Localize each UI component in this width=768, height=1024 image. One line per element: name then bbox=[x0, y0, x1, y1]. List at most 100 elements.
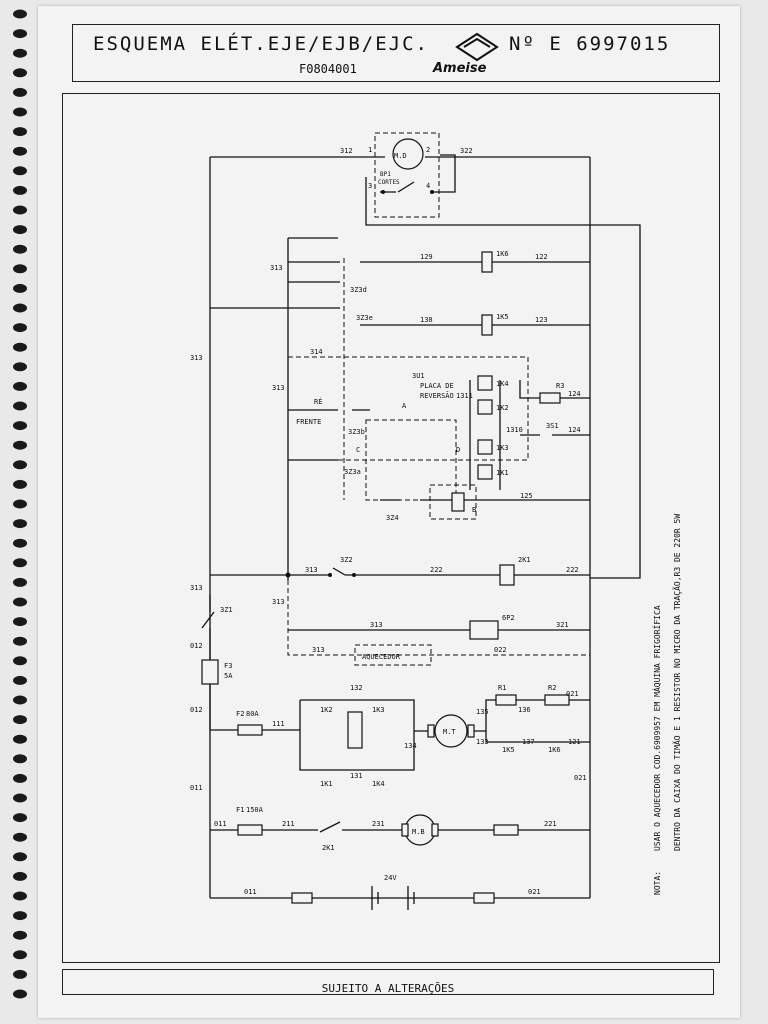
battery-voltage: 24V bbox=[384, 874, 397, 882]
spiral-ring bbox=[13, 852, 27, 862]
pin-1: 1 bbox=[368, 146, 372, 154]
spiral-ring bbox=[13, 303, 27, 313]
wire-313-a: 313 bbox=[270, 264, 283, 272]
switch-3z4-label: 3Z4 bbox=[386, 514, 399, 522]
note-block: NOTA: USAR O AQUECEDOR COD.6909957 EM MÁ… bbox=[651, 514, 682, 895]
drawing-frame bbox=[62, 93, 720, 963]
fuse-f2-icon bbox=[237, 724, 263, 736]
contactor-rows bbox=[210, 237, 590, 580]
footer-block: SUJEITO A ALTERAÇÕES bbox=[62, 969, 714, 995]
drive-motor-block bbox=[365, 132, 641, 579]
spiral-ring bbox=[13, 715, 27, 725]
terminal-c: C bbox=[356, 446, 360, 454]
spiral-ring bbox=[13, 950, 27, 960]
spiral-ring bbox=[13, 793, 27, 803]
switch-3z3b-label: 3Z3b bbox=[348, 428, 365, 436]
wire-312: 312 bbox=[340, 147, 353, 155]
spiral-ring bbox=[13, 127, 27, 137]
document-number: Nº E 6997015 bbox=[509, 33, 671, 55]
wire-021-c: 021 bbox=[528, 888, 541, 896]
spiral-ring bbox=[13, 460, 27, 470]
wire-124-a: 124 bbox=[568, 390, 581, 398]
board-label-1: PLACA DE bbox=[420, 382, 454, 390]
terminal-d: D bbox=[456, 446, 460, 454]
switch-3z3e-label: 3Z3e bbox=[356, 314, 373, 322]
spiral-ring bbox=[13, 107, 27, 117]
drawing-code: F0804001 bbox=[299, 62, 357, 76]
spiral-ring bbox=[13, 362, 27, 372]
wire-231: 231 bbox=[372, 820, 385, 828]
relay-1k6-icon bbox=[481, 251, 493, 273]
relay-1k3-icon bbox=[477, 439, 493, 455]
terminal-b: B bbox=[472, 506, 476, 514]
resistor-r2-icon bbox=[544, 694, 570, 706]
cortes-label: CORTES bbox=[378, 179, 400, 186]
spiral-ring bbox=[13, 244, 27, 254]
wire-313-f: 313 bbox=[272, 598, 285, 606]
horn-6p2-icon bbox=[469, 620, 499, 640]
wire-122: 122 bbox=[535, 253, 548, 261]
relay-1k5-label: 1K5 bbox=[496, 313, 509, 321]
spiral-ring bbox=[13, 695, 27, 705]
key-switch-row bbox=[210, 564, 590, 586]
board-label-2: REVERSÃO bbox=[420, 391, 454, 400]
wire-222-b: 222 bbox=[566, 566, 579, 574]
motor-mt-label: M.T bbox=[443, 728, 456, 736]
spiral-ring bbox=[13, 538, 27, 548]
wire-134: 134 bbox=[404, 742, 417, 750]
spiral-ring bbox=[13, 675, 27, 685]
spiral-ring bbox=[13, 989, 27, 999]
wire-021-a: 021 bbox=[566, 690, 579, 698]
fuse-f1-label: F1 bbox=[236, 806, 244, 814]
spiral-ring bbox=[13, 342, 27, 352]
switch-3z1-label: 3Z1 bbox=[220, 606, 233, 614]
pin-4: 4 bbox=[426, 182, 430, 190]
spiral-ring bbox=[13, 656, 27, 666]
fuse-f1-value: 150A bbox=[246, 806, 264, 814]
wire-013-a: 012 bbox=[190, 642, 203, 650]
relay-1k1-label: 1K1 bbox=[496, 469, 509, 477]
wire-011-a: 011 bbox=[190, 784, 203, 792]
contact-1k4-label: 1K4 bbox=[372, 780, 385, 788]
wire-313-d: 313 bbox=[305, 566, 318, 574]
spiral-ring bbox=[13, 264, 27, 274]
spiral-ring bbox=[13, 891, 27, 901]
spiral-binding bbox=[13, 9, 27, 999]
spiral-ring bbox=[13, 87, 27, 97]
spiral-ring bbox=[13, 68, 27, 78]
spiral-ring bbox=[13, 558, 27, 568]
spiral-ring bbox=[13, 636, 27, 646]
spiral-ring bbox=[13, 479, 27, 489]
wire-111: 111 bbox=[272, 720, 285, 728]
relay-coil-icon bbox=[347, 711, 363, 749]
resistor-r1-icon bbox=[495, 694, 517, 706]
battery-terminal-icon bbox=[291, 892, 313, 904]
main-rails bbox=[209, 156, 591, 899]
contact-1k5-label: 1K5 bbox=[502, 746, 515, 754]
spiral-ring bbox=[13, 225, 27, 235]
wire-132: 132 bbox=[350, 684, 363, 692]
drive-motor-icon bbox=[392, 138, 424, 170]
wire-121: 121 bbox=[568, 738, 581, 746]
contact-1k2-label: 1K2 bbox=[320, 706, 333, 714]
battery-terminal-icon-2 bbox=[473, 892, 495, 904]
spiral-ring bbox=[13, 832, 27, 842]
pump-motor-icon bbox=[434, 714, 468, 748]
shunt-icon bbox=[493, 824, 519, 836]
fuse-f2-label: F2 bbox=[236, 710, 244, 718]
wire-313-e: 313 bbox=[190, 584, 203, 592]
wire-135: 135 bbox=[476, 708, 489, 716]
pump-circuit bbox=[210, 694, 590, 771]
relay-1k5-icon bbox=[481, 314, 493, 336]
wire-131: 131 bbox=[350, 772, 363, 780]
paper-sheet bbox=[38, 6, 740, 1018]
note-line-1: USAR O AQUECEDOR COD.6909957 EM MÁQUINA … bbox=[651, 605, 662, 851]
wire-322: 322 bbox=[460, 147, 473, 155]
spiral-ring bbox=[13, 29, 27, 39]
wire-138: 138 bbox=[420, 316, 433, 324]
note-line-2: DENTRO DA CAIXA DO TIMÃO E 1 RESISTOR NO… bbox=[672, 514, 682, 851]
spiral-ring bbox=[13, 381, 27, 391]
wire-1311: 1311 bbox=[456, 392, 473, 400]
contact-1k3-label: 1K3 bbox=[372, 706, 385, 714]
wire-136: 136 bbox=[518, 706, 531, 714]
